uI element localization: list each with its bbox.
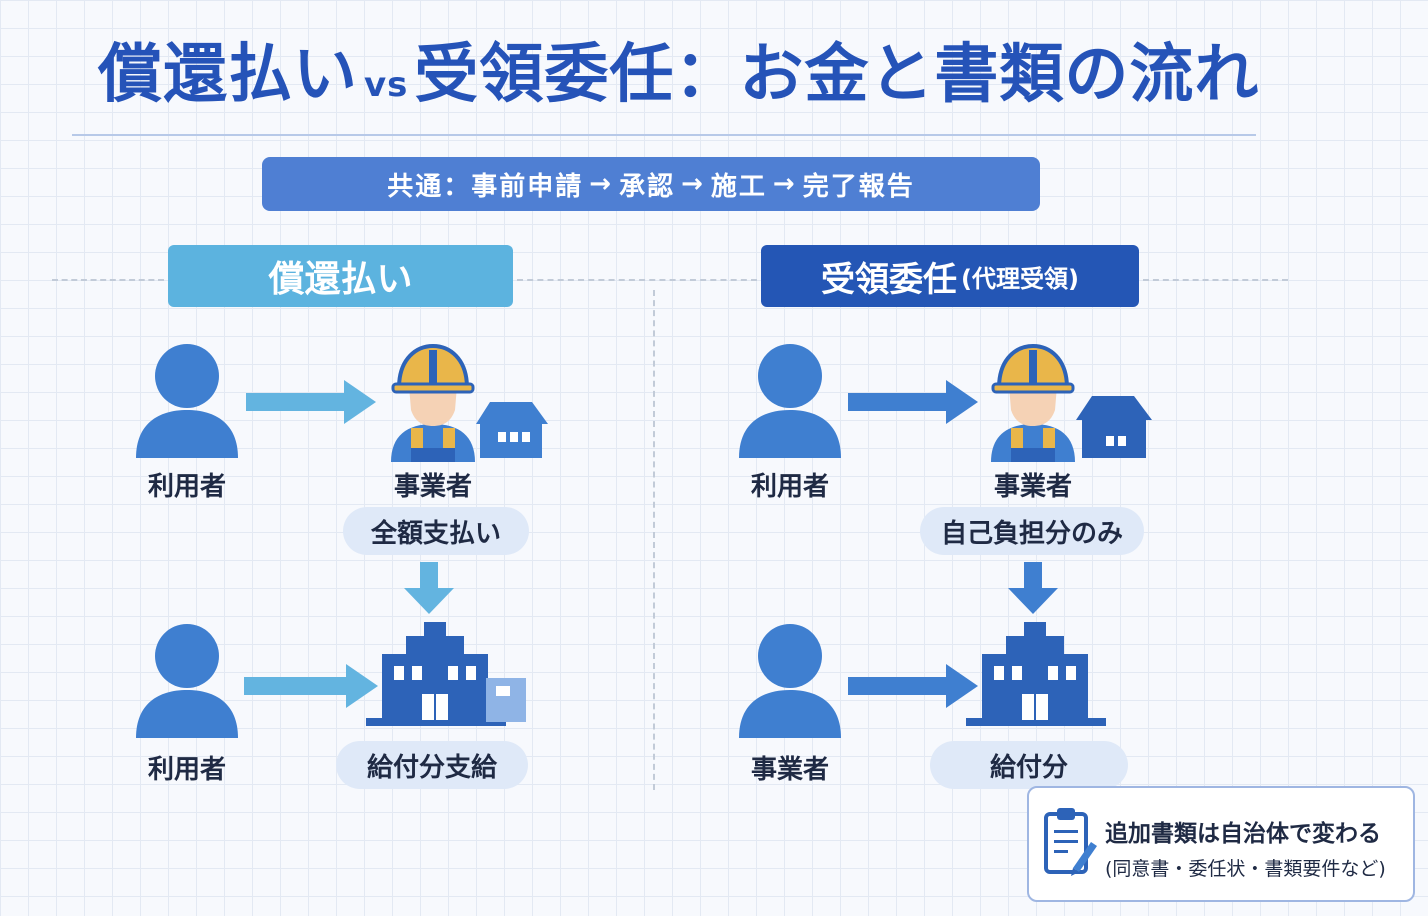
worker-icon bbox=[991, 344, 1075, 462]
additional-documents-note: 追加書類は自治体で変わる (同意書・委任状・書類要件など) bbox=[1027, 786, 1415, 902]
pen-icon bbox=[1071, 842, 1097, 876]
house-icon bbox=[476, 402, 548, 458]
right-payment-pill: 自己負担分のみ bbox=[920, 507, 1144, 555]
entrusted-receipt-header: 受領委任(代理受領) bbox=[761, 245, 1139, 307]
office-building-icon bbox=[366, 622, 526, 726]
office-building-icon bbox=[966, 622, 1106, 726]
person-icon bbox=[739, 344, 841, 458]
flow-arrow: → bbox=[681, 169, 705, 199]
arrow-right-icon bbox=[246, 380, 376, 424]
left-office-payment-pill: 給付分支給 bbox=[336, 741, 528, 789]
left-top-user-label: 利用者 bbox=[147, 472, 226, 502]
entrusted-receipt-title: 受領委任 bbox=[821, 259, 958, 300]
common-flow-step: 承認 bbox=[619, 171, 676, 202]
arrow-down-icon bbox=[1008, 562, 1058, 614]
right-bottom-business-label: 事業者 bbox=[750, 755, 829, 785]
person-icon bbox=[739, 624, 841, 738]
worker-icon bbox=[391, 344, 475, 462]
clipboard-icon bbox=[1044, 808, 1097, 876]
entrusted-receipt-subtitle: (代理受領) bbox=[961, 264, 1079, 293]
person-icon bbox=[136, 344, 238, 458]
left-bottom-user-label: 利用者 bbox=[147, 755, 226, 785]
arrow-right-icon bbox=[848, 664, 978, 708]
title-divider bbox=[72, 134, 1256, 136]
section-divider-left bbox=[52, 279, 164, 281]
arrow-down-icon bbox=[404, 562, 454, 614]
common-flow-step: 完了報告 bbox=[802, 171, 915, 202]
person-icon bbox=[136, 624, 238, 738]
common-flow-step: 事前申請 bbox=[471, 171, 584, 202]
title-part1: 償還払い bbox=[98, 38, 358, 112]
common-flow-step: 施工 bbox=[710, 171, 767, 202]
column-divider bbox=[653, 290, 655, 790]
arrow-right-icon bbox=[848, 380, 978, 424]
arrow-right-icon bbox=[244, 664, 378, 708]
common-flow-label: 共通： bbox=[387, 171, 472, 202]
left-top-business-label: 事業者 bbox=[393, 472, 472, 502]
title-vs: vs bbox=[364, 65, 409, 105]
section-divider-right bbox=[1143, 279, 1288, 281]
flow-arrow: → bbox=[589, 169, 614, 199]
common-flow-bar: 共通： 事前申請 → 承認 → 施工 → 完了報告 bbox=[262, 157, 1040, 211]
left-payment-pill: 全額支払い bbox=[343, 507, 529, 555]
section-divider-middle bbox=[517, 279, 757, 281]
flow-arrow: → bbox=[772, 169, 797, 199]
right-top-business-label: 事業者 bbox=[993, 472, 1072, 502]
right-top-user-label: 利用者 bbox=[750, 472, 829, 502]
reimbursement-header: 償還払い bbox=[168, 245, 513, 307]
house-icon bbox=[1076, 396, 1152, 458]
right-office-payment-pill: 給付分 bbox=[930, 741, 1128, 789]
note-sub-text: (同意書・委任状・書類要件など) bbox=[1105, 858, 1386, 880]
note-main-text: 追加書類は自治体で変わる bbox=[1105, 821, 1381, 847]
title-part2: 受領委任：お金と書類の流れ bbox=[414, 38, 1260, 112]
